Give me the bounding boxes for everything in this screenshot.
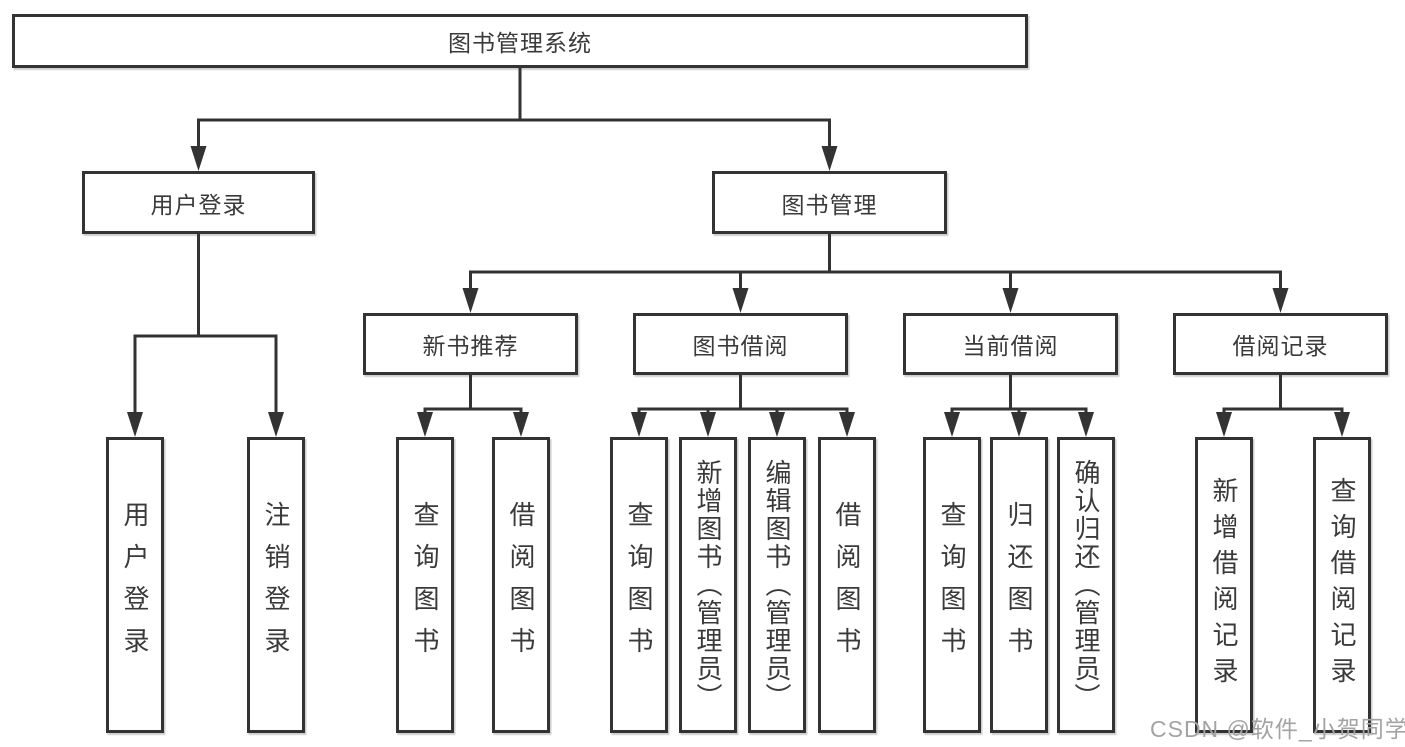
arrowhead-icon — [190, 146, 207, 171]
node-label: 图书借阅 — [692, 333, 789, 359]
arrowhead-icon — [700, 412, 716, 437]
node-leaf-query-books-current: 查询图书 — [923, 437, 981, 733]
node-label: 图书管理系统 — [448, 30, 592, 56]
node-leaf-add-borrow-record: 新增借阅记录 — [1195, 437, 1253, 733]
node-leaf-borrow-books-borrowing: 借阅图书 — [818, 437, 876, 733]
node-leaf-query-books-borrowing: 查询图书 — [610, 437, 668, 733]
watermark: CSDN @软件_小贺同学 — [1150, 716, 1405, 742]
node-label: 图书管理 — [781, 191, 878, 218]
node-book-management: 图书管理 — [712, 171, 947, 234]
node-label: 借阅记录 — [1232, 333, 1329, 359]
arrowhead-icon — [127, 412, 143, 437]
arrowhead-icon — [769, 412, 785, 437]
node-label: 查询借阅记录 — [1327, 477, 1357, 693]
node-leaf-return-books: 归还图书 — [990, 437, 1048, 733]
node-label: 用户登录 — [120, 501, 150, 669]
arrowhead-icon — [821, 146, 838, 171]
node-label: 用户登录 — [150, 191, 247, 218]
arrowhead-icon — [417, 412, 433, 437]
arrowhead-icon — [1002, 288, 1019, 313]
node-label: 查询图书 — [410, 501, 440, 669]
node-label: 确认归还（管理员） — [1071, 459, 1101, 711]
node-leaf-add-books-admin: 新增图书（管理员） — [679, 437, 737, 733]
node-borrowing-records: 借阅记录 — [1173, 313, 1388, 375]
node-label: 新增图书（管理员） — [693, 459, 723, 711]
node-label: 新增借阅记录 — [1209, 477, 1239, 693]
node-label: 归还图书 — [1004, 501, 1034, 669]
node-label: 编辑图书（管理员） — [762, 459, 792, 711]
node-label: 新书推荐 — [422, 333, 519, 359]
node-label: 查询图书 — [937, 501, 967, 669]
node-label: 注销登录 — [261, 501, 291, 669]
node-leaf-edit-books-admin: 编辑图书（管理员） — [748, 437, 806, 733]
node-book-borrowing: 图书借阅 — [633, 313, 848, 375]
node-label: 查询图书 — [624, 501, 654, 669]
arrowhead-icon — [1272, 288, 1289, 313]
node-current-borrowing: 当前借阅 — [903, 313, 1118, 375]
arrowhead-icon — [839, 412, 855, 437]
node-leaf-confirm-return-admin: 确认归还（管理员） — [1057, 437, 1115, 733]
arrowhead-icon — [462, 288, 479, 313]
node-new-book-recommend: 新书推荐 — [363, 313, 578, 375]
node-leaf-borrow-books-recommend: 借阅图书 — [492, 437, 550, 733]
arrowhead-icon — [944, 412, 960, 437]
node-label: 借阅图书 — [832, 501, 862, 669]
node-root: 图书管理系统 — [12, 14, 1028, 68]
arrowhead-icon — [1216, 412, 1232, 437]
node-leaf-query-borrow-record: 查询借阅记录 — [1313, 437, 1371, 733]
node-label: 当前借阅 — [962, 333, 1059, 359]
node-leaf-user-login: 用户登录 — [106, 437, 164, 733]
arrowhead-icon — [631, 412, 647, 437]
arrowhead-icon — [1011, 412, 1027, 437]
node-leaf-logout-login: 注销登录 — [247, 437, 305, 733]
arrowhead-icon — [1078, 412, 1094, 437]
node-user-login: 用户登录 — [82, 171, 315, 234]
arrowhead-icon — [732, 288, 749, 313]
node-leaf-query-books-recommend: 查询图书 — [396, 437, 454, 733]
arrowhead-icon — [1334, 412, 1350, 437]
arrowhead-icon — [268, 412, 284, 437]
arrowhead-icon — [513, 412, 529, 437]
node-label: 借阅图书 — [506, 501, 536, 669]
